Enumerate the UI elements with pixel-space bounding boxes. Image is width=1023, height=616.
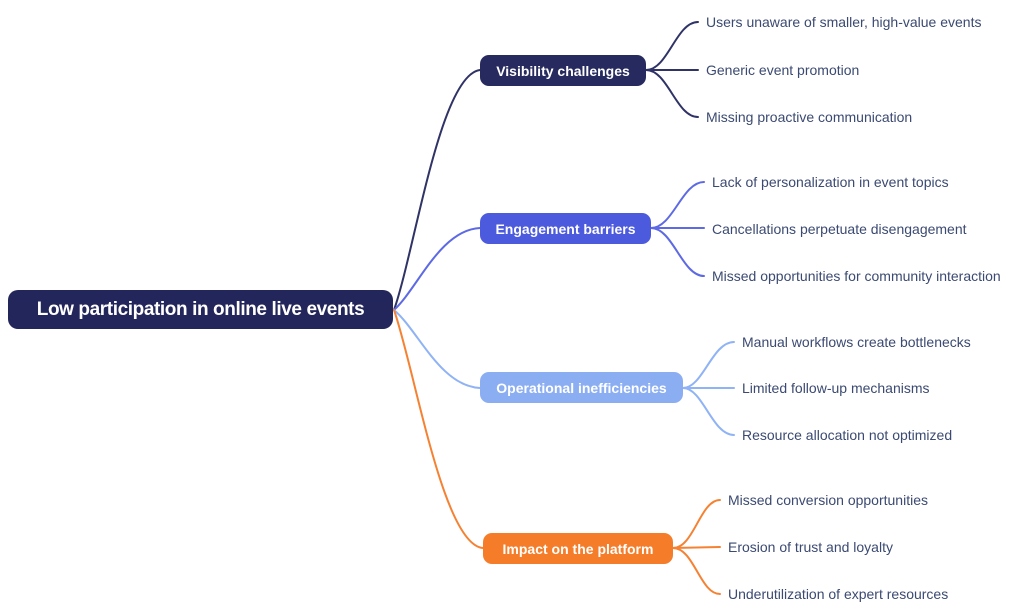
leaf-node[interactable]: Generic event promotion: [706, 62, 860, 78]
edge-root-to-engagement: [393, 227, 481, 311]
branch-node-impact-on-platform[interactable]: Impact on the platform: [483, 533, 673, 564]
leaf-node[interactable]: Lack of personalization in event topics: [712, 174, 949, 190]
branch-node-engagement-barriers[interactable]: Engagement barriers: [480, 213, 651, 244]
edge-root-to-visibility: [393, 69, 481, 311]
edge-impact-leaf-1: [672, 499, 721, 549]
leaf-node[interactable]: Manual workflows create bottlenecks: [742, 334, 971, 350]
edge-impact-leaf-3: [672, 547, 721, 595]
leaf-node[interactable]: Underutilization of expert resources: [728, 586, 949, 602]
edge-engagement-leaf-1: [650, 181, 705, 229]
leaf-node[interactable]: Missed opportunities for community inter…: [712, 268, 1001, 284]
edge-root-to-impact: [393, 309, 484, 549]
leaf-node[interactable]: Limited follow-up mechanisms: [742, 380, 930, 396]
leaf-node[interactable]: Resource allocation not optimized: [742, 427, 953, 443]
leaf-node[interactable]: Erosion of trust and loyalty: [728, 539, 893, 555]
edge-root-to-operational: [393, 309, 481, 389]
edge-visibility-leaf-3: [645, 69, 699, 118]
branch-node-operational-inefficiencies[interactable]: Operational inefficiencies: [480, 372, 683, 403]
edge-impact-leaf-2: [672, 546, 721, 549]
leaf-node[interactable]: Missing proactive communication: [706, 109, 913, 125]
leaf-node[interactable]: Missed conversion opportunities: [728, 492, 928, 508]
root-node[interactable]: Low participation in online live events: [8, 290, 393, 329]
edge-visibility-leaf-1: [645, 21, 699, 71]
branch-node-visibility-challenges[interactable]: Visibility challenges: [480, 55, 646, 86]
leaf-node[interactable]: Cancellations perpetuate disengagement: [712, 221, 967, 237]
leaf-node[interactable]: Users unaware of smaller, high-value eve…: [706, 14, 982, 30]
edge-operational-leaf-1: [682, 341, 735, 389]
edge-operational-leaf-3: [682, 387, 735, 436]
edge-engagement-leaf-3: [650, 227, 705, 277]
